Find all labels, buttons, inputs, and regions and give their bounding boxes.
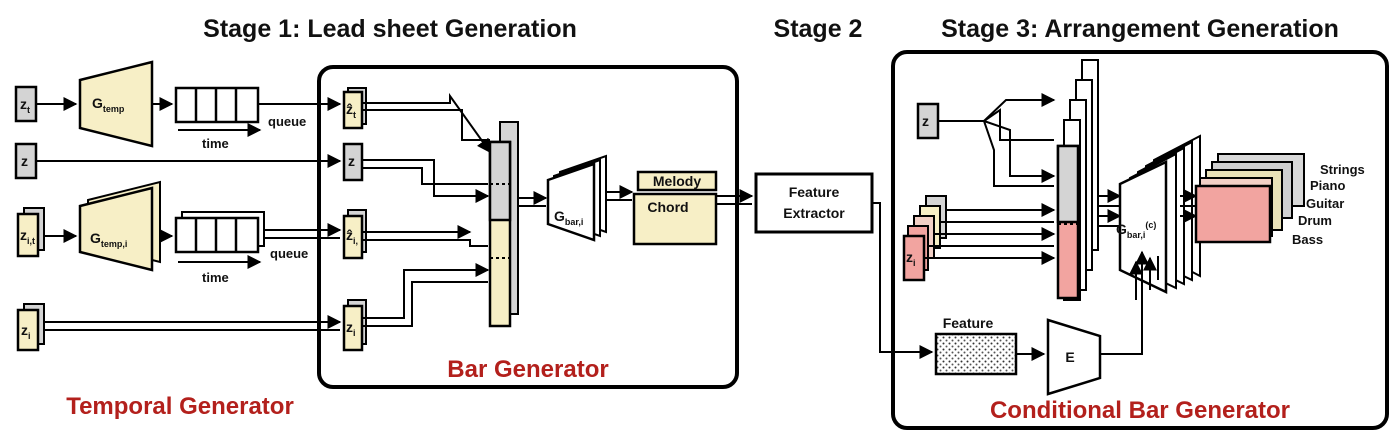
- svg-text:Gtemp: Gtemp: [92, 95, 125, 114]
- encoder-label: E: [1065, 349, 1074, 365]
- z-label: z: [21, 153, 28, 169]
- arrow-icon: [1100, 250, 1149, 355]
- queue-label-1: queue: [268, 114, 306, 129]
- z-input-label: z: [348, 153, 355, 169]
- melody-label: Melody: [653, 173, 701, 189]
- g-bar-label: G: [554, 208, 565, 224]
- g-temp-sub: temp: [103, 104, 125, 114]
- time-label-1: time: [202, 136, 229, 151]
- g-temp-i-label: G: [90, 230, 101, 246]
- feature-extractor-line2: Extractor: [783, 205, 845, 221]
- svg-text:zi: zi: [906, 249, 916, 268]
- conditional-bar-generator-title: Conditional Bar Generator: [990, 397, 1290, 424]
- stage1-heading: Stage 1: Lead sheet Generation: [203, 15, 577, 43]
- zhat-t-label: ẑ: [346, 101, 353, 117]
- cond-z-label: z: [922, 113, 929, 129]
- g-bar-generator: [546, 162, 596, 242]
- queue-2: [174, 211, 265, 254]
- bar-generator: ẑt z ẑi, zi Gbar,i Melo: [317, 65, 739, 389]
- z-i-input-label: z: [346, 319, 353, 335]
- cond-z-i-sub: i: [913, 258, 916, 268]
- svg-text:zi: zi: [346, 319, 356, 338]
- queue-label-2: queue: [270, 246, 308, 261]
- track-label-3: Drum: [1298, 213, 1332, 228]
- cond-z-i-label: z: [906, 249, 913, 265]
- svg-text:ẑt: ẑt: [346, 101, 356, 120]
- conditional-bar-generator: z zi Gbar,i(c: [891, 50, 1389, 430]
- chord-label: Chord: [647, 199, 688, 215]
- track-label-1: Piano: [1310, 178, 1345, 193]
- svg-text:Gbar,i: Gbar,i: [554, 208, 583, 227]
- svg-text:Gtemp,i: Gtemp,i: [90, 230, 127, 249]
- g-bar-sub: bar,i: [565, 217, 584, 227]
- g-bar-c-sub: bar,i: [1127, 230, 1146, 240]
- time-label-2: time: [202, 270, 229, 285]
- svg-text:zi,t: zi,t: [20, 227, 35, 246]
- z-t-sub: t: [27, 105, 30, 115]
- g-bar-c-sup: (c): [1145, 220, 1156, 230]
- melody-box: [636, 170, 718, 192]
- svg-text:Gbar,i(c): Gbar,i(c): [1116, 220, 1156, 240]
- zhat-i-label: ẑ: [346, 227, 353, 243]
- zhat-t-sub: t: [353, 110, 356, 120]
- latent-z-it: [16, 212, 40, 258]
- feature-extractor: Feature Extractor: [716, 172, 934, 359]
- latent-z-i: [16, 308, 40, 352]
- feature-map: [934, 332, 1018, 376]
- feature-extractor-line1: Feature: [789, 184, 840, 200]
- stage3-heading: Stage 3: Arrangement Generation: [941, 15, 1339, 43]
- svg-text:zt: zt: [20, 96, 30, 115]
- g-temp-label: G: [92, 95, 103, 111]
- z-i-input-sub: i: [353, 328, 356, 338]
- bar-generator-frame: [317, 65, 739, 389]
- svg-text:zi: zi: [21, 322, 31, 341]
- stage2-heading: Stage 2: [774, 15, 863, 43]
- z-i-input: [342, 304, 364, 352]
- track-label-2: Guitar: [1306, 196, 1344, 211]
- z-t-label: z: [20, 96, 27, 112]
- g-temp-i-generator: [78, 186, 154, 272]
- feature-label: Feature: [943, 315, 994, 331]
- z-i-label: z: [21, 322, 28, 338]
- feature-extractor-box: [754, 172, 874, 234]
- z-it-sub: i,t: [27, 236, 35, 246]
- zhat-i-input: [342, 214, 364, 260]
- conditional-bar-generator-frame: [891, 50, 1389, 430]
- zhat-i-sub: i,: [353, 236, 358, 246]
- track-bass: [1194, 184, 1272, 244]
- temporal-generator-title: Temporal Generator: [66, 393, 294, 420]
- chord-box: [632, 192, 718, 246]
- encoder-e: [1046, 318, 1102, 396]
- bar-generator-title: Bar Generator: [447, 356, 608, 383]
- z-input: [342, 142, 364, 182]
- g-temp-generator: [78, 60, 154, 148]
- z-it-label: z: [20, 227, 27, 243]
- z-i-sub: i: [28, 331, 31, 341]
- g-temp-i-sub: temp,i: [101, 239, 128, 249]
- queue-1: [174, 86, 260, 124]
- svg-text:ẑi,: ẑi,: [346, 227, 358, 246]
- g-bar-c-label: G: [1116, 221, 1127, 237]
- temporal-generator: zt Gtemp time queue z zi,t Gtemp,i: [14, 60, 342, 420]
- track-label-0: Strings: [1320, 162, 1365, 177]
- track-label-4: Bass: [1292, 232, 1323, 247]
- arrow-icon: [872, 202, 934, 359]
